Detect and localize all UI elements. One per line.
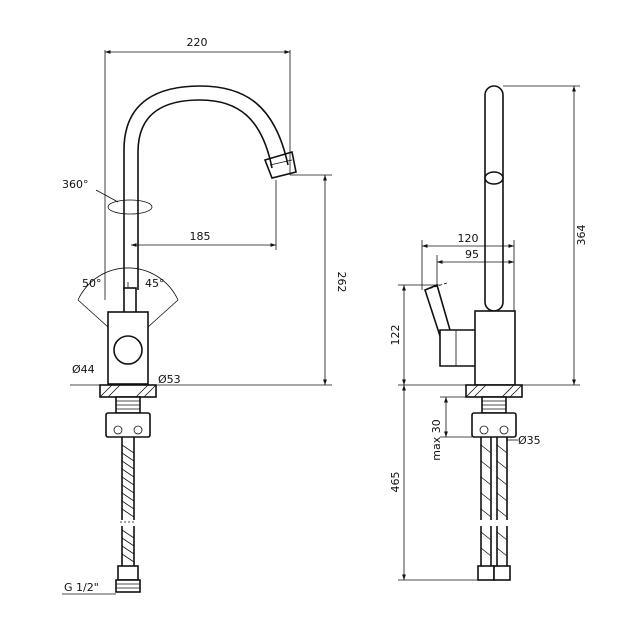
dia-35-label: Ø35 [518, 434, 541, 447]
dia-53-label: Ø53 [158, 373, 181, 386]
mounting-nut [105, 412, 151, 438]
handle-arc [77, 267, 179, 301]
body-knob [113, 335, 143, 365]
dim-465-label: 465 [389, 472, 402, 493]
base-plate [99, 384, 157, 398]
dia-44-label: Ø44 [72, 363, 95, 376]
dim-220-label: 220 [187, 36, 208, 49]
max-30-label: max 30 [430, 419, 443, 460]
dim-364-label: 364 [575, 225, 588, 246]
dim-122-label: 122 [389, 325, 402, 346]
rotation-360-label: 360° [62, 178, 89, 191]
side-base-plate [465, 384, 523, 398]
angle-50-label: 50° [82, 277, 102, 290]
side-handle-lever [424, 283, 451, 338]
side-mounting-nut [471, 412, 517, 438]
spout-tube [484, 85, 504, 312]
side-view: 364 120 95 122 [389, 85, 588, 581]
spout [123, 85, 289, 290]
side-body [474, 310, 516, 386]
rotation-ellipse [107, 199, 153, 215]
dim-262-label: 262 [335, 272, 348, 293]
supply-hose [115, 437, 141, 593]
dim-120-label: 120 [458, 232, 479, 245]
spout-outlet [484, 171, 504, 185]
angle-45-label: 45° [145, 277, 165, 290]
dim-95-label: 95 [465, 248, 479, 261]
side-supply-hoses [477, 437, 511, 581]
spout-tip [263, 150, 297, 179]
base-hatch [99, 384, 157, 398]
thread-g12-label: G 1/2" [64, 581, 99, 594]
front-view: 220 262 185 360° 50° 45° Ø44 [62, 36, 348, 595]
hose-fitting [117, 565, 139, 581]
dim-185-label: 185 [190, 230, 211, 243]
hose-thread [115, 579, 141, 593]
